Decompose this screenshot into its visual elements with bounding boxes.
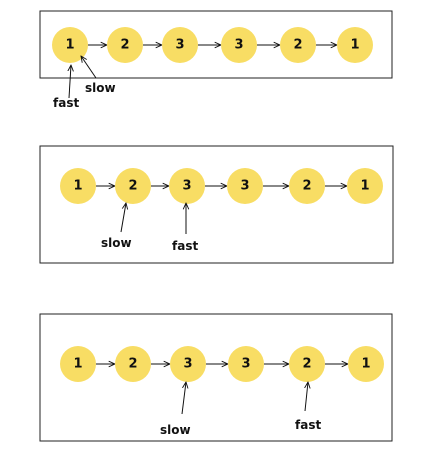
pointer-label: fast	[53, 96, 79, 110]
pointer-label: slow	[101, 236, 132, 250]
list-node: 3	[170, 346, 206, 382]
node-circle	[227, 168, 263, 204]
node-value: 3	[183, 357, 192, 372]
node-value: 2	[293, 38, 302, 53]
node-circle	[337, 27, 373, 63]
list-node: 2	[107, 27, 143, 63]
list-node: 3	[162, 27, 198, 63]
node-value: 1	[65, 38, 74, 53]
list-node: 2	[289, 346, 325, 382]
node-value: 2	[128, 357, 137, 372]
pointer-arrow	[81, 56, 97, 79]
node-circle	[289, 168, 325, 204]
slow-pointer: slow	[81, 56, 116, 95]
pointer-arrow	[120, 203, 126, 233]
panel-3: 1 2 3 3 2 1 slow fast	[39, 313, 393, 442]
node-circle	[115, 346, 151, 382]
node-value: 1	[350, 38, 359, 53]
list-node: 1	[348, 346, 384, 382]
pointer-arrow	[305, 382, 308, 412]
list-node: 2	[115, 346, 151, 382]
panel-2: 1 2 3 3 2 1 slow fast	[39, 145, 394, 264]
node-circle	[280, 27, 316, 63]
node-circle	[289, 346, 325, 382]
pointer-label: fast	[295, 418, 321, 432]
node-value: 1	[73, 357, 82, 372]
list-node: 3	[221, 27, 257, 63]
fast-pointer: fast	[53, 65, 79, 110]
node-circle	[347, 168, 383, 204]
node-circle	[348, 346, 384, 382]
node-circle	[52, 27, 88, 63]
node-value: 3	[240, 179, 249, 194]
slow-pointer: slow	[160, 382, 191, 437]
node-circle	[60, 168, 96, 204]
panel-frame	[39, 145, 394, 264]
node-value: 2	[120, 38, 129, 53]
list-node: 1	[60, 168, 96, 204]
list-node: 2	[115, 168, 151, 204]
node-circle	[60, 346, 96, 382]
node-value: 3	[241, 357, 250, 372]
slow-pointer: slow	[101, 203, 132, 250]
node-value: 2	[302, 179, 311, 194]
list-node: 1	[337, 27, 373, 63]
list-node: 2	[280, 27, 316, 63]
fast-pointer: fast	[172, 203, 198, 253]
list-node: 3	[228, 346, 264, 382]
list-node: 2	[289, 168, 325, 204]
list-node: 3	[169, 168, 205, 204]
panel-1: 1 2 3 3 2 1 fast slow	[39, 10, 393, 110]
node-circle	[162, 27, 198, 63]
pointer-label: slow	[160, 423, 191, 437]
node-value: 3	[182, 179, 191, 194]
node-value: 3	[175, 38, 184, 53]
list-node: 1	[52, 27, 88, 63]
pointer-arrow	[181, 382, 186, 415]
node-value: 3	[234, 38, 243, 53]
list-node: 1	[347, 168, 383, 204]
list-node: 3	[227, 168, 263, 204]
node-circle	[107, 27, 143, 63]
pointer-label: slow	[85, 81, 116, 95]
node-value: 2	[302, 357, 311, 372]
node-circle	[170, 346, 206, 382]
fast-pointer: fast	[295, 382, 321, 432]
node-circle	[169, 168, 205, 204]
pointer-label: fast	[172, 239, 198, 253]
node-value: 1	[73, 179, 82, 194]
node-circle	[228, 346, 264, 382]
node-value: 2	[128, 179, 137, 194]
node-circle	[221, 27, 257, 63]
node-circle	[115, 168, 151, 204]
list-node: 1	[60, 346, 96, 382]
node-value: 1	[361, 357, 370, 372]
pointer-arrow	[69, 65, 71, 99]
node-value: 1	[360, 179, 369, 194]
panel-frame	[39, 313, 393, 442]
